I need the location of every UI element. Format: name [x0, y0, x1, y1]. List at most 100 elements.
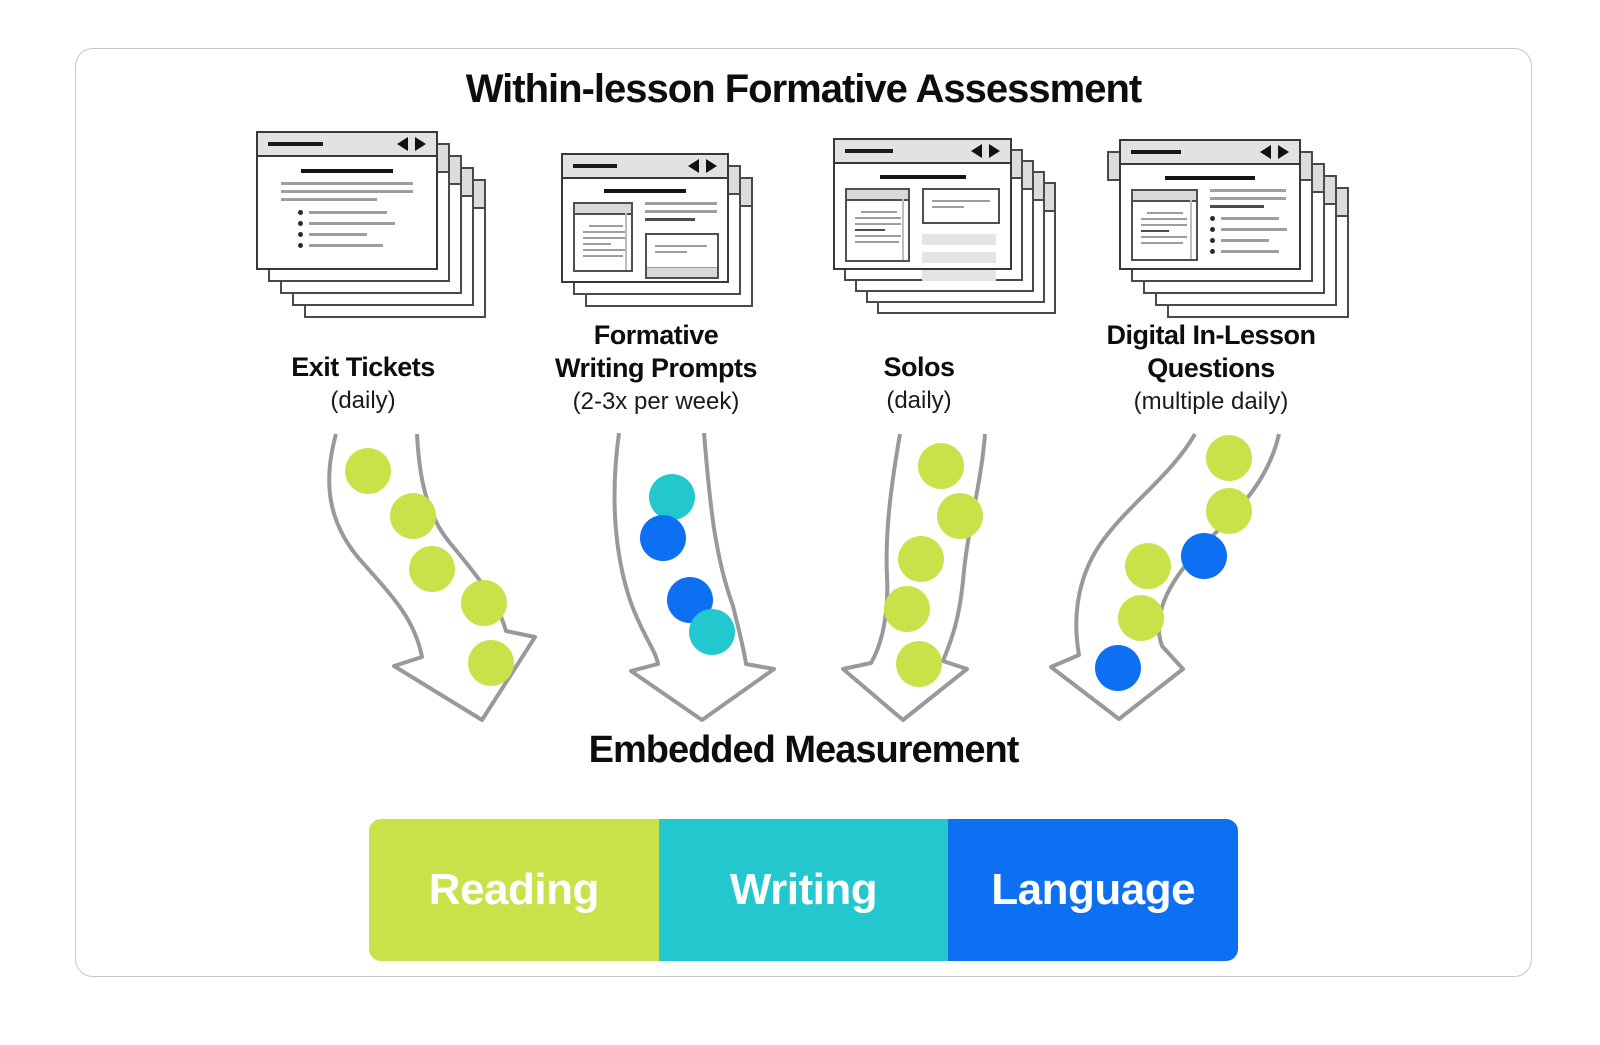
mock-bar: [922, 234, 996, 245]
mock-line: [1141, 230, 1169, 232]
window-columns: [1121, 189, 1299, 261]
bullet-icon: [1210, 227, 1216, 232]
window-title-bar: [563, 155, 727, 179]
flow-arrow-solos: [841, 433, 987, 722]
window-title-placeholder: [1131, 150, 1181, 154]
mock-line: [855, 229, 885, 231]
mock-line: [1221, 217, 1280, 220]
data-dot: [649, 474, 695, 520]
mock-line: [1141, 224, 1187, 226]
data-dot: [1125, 543, 1171, 589]
mock-bullet-row: [1210, 216, 1289, 221]
source-label-exit-tickets: Exit Tickets (daily): [213, 351, 513, 415]
source-name: Solos: [883, 352, 955, 382]
mock-line: [1147, 212, 1183, 214]
mock-panel-body: [924, 190, 998, 216]
mock-column: [1210, 189, 1289, 261]
data-dot-group: [640, 474, 735, 655]
mock-bullet-row: [298, 210, 436, 215]
mock-bar: [922, 270, 996, 281]
mock-bullet-row: [298, 232, 436, 237]
window-content: [563, 189, 727, 279]
data-dot: [409, 546, 455, 592]
window-stack-exit-tickets: [256, 131, 486, 318]
forward-arrow-icon: [706, 159, 717, 173]
mock-panel-header: [847, 190, 908, 201]
mock-bullet-row: [1210, 249, 1289, 254]
flow-arrow-writing-prompts: [612, 432, 776, 722]
mock-line: [1141, 236, 1187, 238]
mock-line: [1210, 189, 1287, 192]
bullet-icon: [298, 232, 303, 237]
source-frequency: (daily): [330, 386, 396, 414]
mock-line: [861, 211, 897, 213]
window-title-placeholder: [573, 164, 617, 168]
mock-scrollbar: [625, 213, 627, 270]
mock-line: [309, 233, 367, 236]
mock-line: [281, 198, 377, 201]
data-dot: [918, 443, 964, 489]
mock-line: [855, 223, 901, 225]
mock-scrollbar: [902, 199, 904, 260]
window-title-bar: [1121, 141, 1299, 165]
mock-heading: [301, 169, 393, 173]
mock-line: [655, 245, 707, 247]
data-dot: [1206, 435, 1252, 481]
data-dot-group: [345, 448, 514, 686]
window-content: [258, 169, 436, 248]
data-dot: [1118, 595, 1164, 641]
source-frequency: (daily): [886, 386, 952, 414]
data-dot: [468, 640, 514, 686]
mock-line: [1141, 242, 1183, 244]
browser-window-digital-questions: [1119, 139, 1301, 270]
mock-line: [855, 217, 901, 219]
data-dot: [689, 609, 735, 655]
source-label-solos: Solos (daily): [769, 351, 1069, 415]
mock-line: [1221, 250, 1280, 253]
mock-line: [309, 211, 387, 214]
data-dot-group: [884, 443, 983, 687]
data-dot: [896, 641, 942, 687]
window-content: [1121, 176, 1299, 261]
source-name: Exit Tickets: [291, 352, 435, 382]
mock-line: [1221, 239, 1270, 242]
mock-line: [1141, 218, 1187, 220]
mock-panel-body: [847, 201, 908, 251]
data-dot: [345, 448, 391, 494]
data-dot: [1095, 645, 1141, 691]
mock-line: [1210, 205, 1265, 208]
mock-panel: [573, 202, 633, 272]
window-nav: [971, 144, 1000, 158]
mock-bullet-row: [1210, 238, 1289, 243]
bullet-icon: [298, 210, 303, 215]
diagram-card: Within-lesson Formative Assessment: [75, 48, 1532, 977]
back-arrow-icon: [688, 159, 699, 173]
window-stack-solos: [833, 138, 1058, 318]
data-dot: [1206, 488, 1252, 534]
data-dot: [461, 580, 507, 626]
forward-arrow-icon: [1278, 145, 1289, 159]
browser-window-solos: [833, 138, 1012, 281]
mock-bullet-list: [1210, 216, 1289, 254]
measure-segment-language: Language: [948, 819, 1238, 961]
mock-line: [932, 206, 964, 208]
mock-heading: [879, 175, 966, 179]
window-columns: [563, 202, 727, 279]
bullet-icon: [1210, 249, 1216, 254]
diagram-title: Within-lesson Formative Assessment: [465, 67, 1142, 111]
mock-panel-header: [575, 204, 631, 215]
mock-line: [309, 244, 383, 247]
mock-line: [309, 222, 395, 225]
embedded-measurement-title: Embedded Measurement: [588, 729, 1020, 771]
mock-line: [932, 200, 990, 202]
forward-arrow-icon: [415, 137, 426, 151]
mock-column: [922, 188, 1000, 288]
mock-paragraph: [281, 182, 413, 201]
mock-line: [645, 202, 717, 205]
mock-line: [281, 182, 413, 185]
mock-heading: [604, 189, 686, 193]
window-content: [835, 175, 1010, 288]
